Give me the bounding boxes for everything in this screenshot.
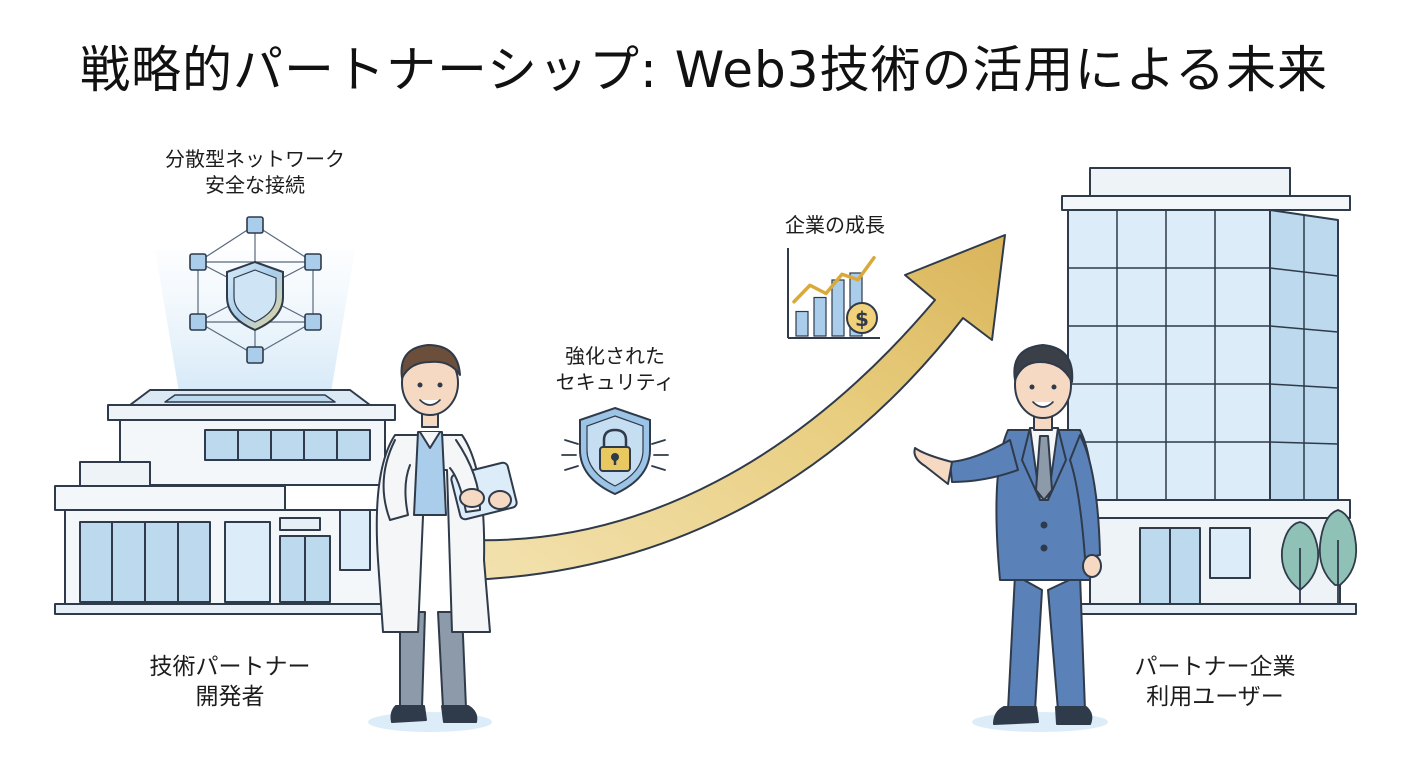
developer-figure: [368, 345, 518, 732]
chart-bar: [796, 312, 808, 337]
tech-partner-building: [55, 250, 395, 614]
chart-bar: [814, 298, 826, 337]
growth-arrow: [470, 235, 1005, 580]
padlock-shield-icon: [562, 408, 668, 494]
coin-symbol: $: [855, 307, 869, 331]
chart-bar: [832, 280, 844, 336]
growth-chart-icon: $: [788, 248, 880, 338]
